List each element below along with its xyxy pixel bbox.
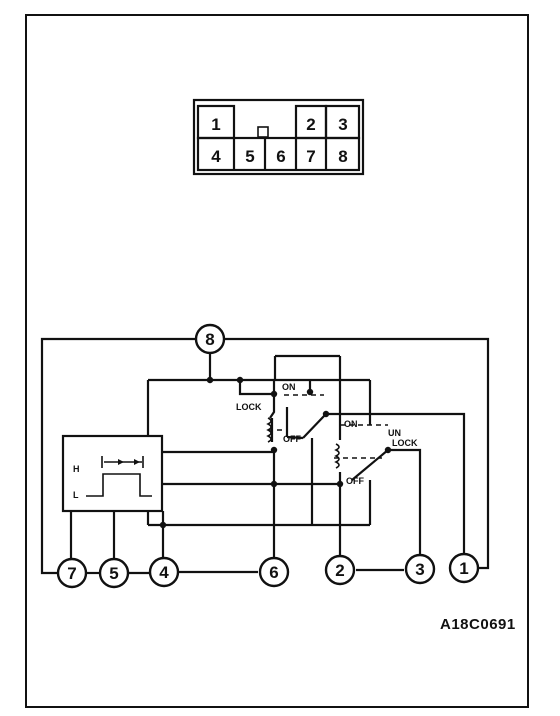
pin-label-3: 3 — [338, 115, 347, 134]
unlock-label-un: UN — [388, 428, 401, 438]
pin-label-2: 2 — [306, 115, 315, 134]
wiring — [40, 337, 490, 575]
terminal-label-8: 8 — [205, 330, 214, 349]
connector-face: 1 2 3 4 5 6 7 8 — [192, 98, 365, 176]
lock-label: LOCK — [236, 402, 262, 412]
terminal-label-1: 1 — [459, 559, 468, 578]
pin-label-5: 5 — [245, 147, 254, 166]
terminal-label-4: 4 — [159, 563, 169, 582]
timer-label-l: L — [73, 490, 79, 500]
off-label-right: OFF — [346, 476, 364, 486]
lock-switch-blade — [302, 414, 326, 439]
terminal-label-3: 3 — [415, 560, 424, 579]
terminal-7 — [56, 557, 88, 589]
wire-8-right — [224, 337, 490, 570]
relay2-coil — [334, 443, 340, 469]
connector-latch — [257, 126, 269, 138]
off-label-left: OFF — [283, 434, 301, 444]
connector-outline — [192, 98, 365, 176]
pin-label-4: 4 — [211, 147, 221, 166]
timer-unit — [61, 434, 164, 513]
on-label-top: ON — [282, 382, 296, 392]
pin-label-6: 6 — [276, 147, 285, 166]
timer-waveform — [86, 473, 152, 497]
terminal-label-5: 5 — [109, 564, 118, 583]
terminal-3 — [404, 553, 436, 585]
terminal-5 — [98, 557, 130, 589]
terminal-6 — [258, 556, 290, 588]
terminal-4 — [148, 556, 180, 588]
switch-labels: H L LOCK ON OFF ON UN LOCK OFF — [73, 382, 418, 500]
unlock-switch-blade — [351, 449, 389, 481]
terminal-1 — [448, 552, 480, 584]
wire-8-left — [40, 337, 196, 575]
pin-label-8: 8 — [338, 147, 347, 166]
terminal-8 — [194, 323, 226, 355]
pin-label-7: 7 — [306, 147, 315, 166]
pin-row-bottom — [196, 136, 361, 172]
figure-code: A18C0691 — [440, 616, 516, 633]
terminal-label-7: 7 — [67, 564, 76, 583]
timer-label-h: H — [73, 464, 80, 474]
terminal-2 — [324, 554, 356, 586]
on-label-mid: ON — [344, 419, 358, 429]
unlock-label-lock: LOCK — [392, 438, 418, 448]
terminal-label-2: 2 — [335, 561, 344, 580]
pin-label-1: 1 — [211, 115, 220, 134]
terminals: 7 5 4 6 2 3 1 8 — [56, 323, 480, 589]
diagram-frame — [25, 14, 529, 708]
terminal-label-6: 6 — [269, 563, 278, 582]
relay1-coil — [266, 417, 272, 443]
